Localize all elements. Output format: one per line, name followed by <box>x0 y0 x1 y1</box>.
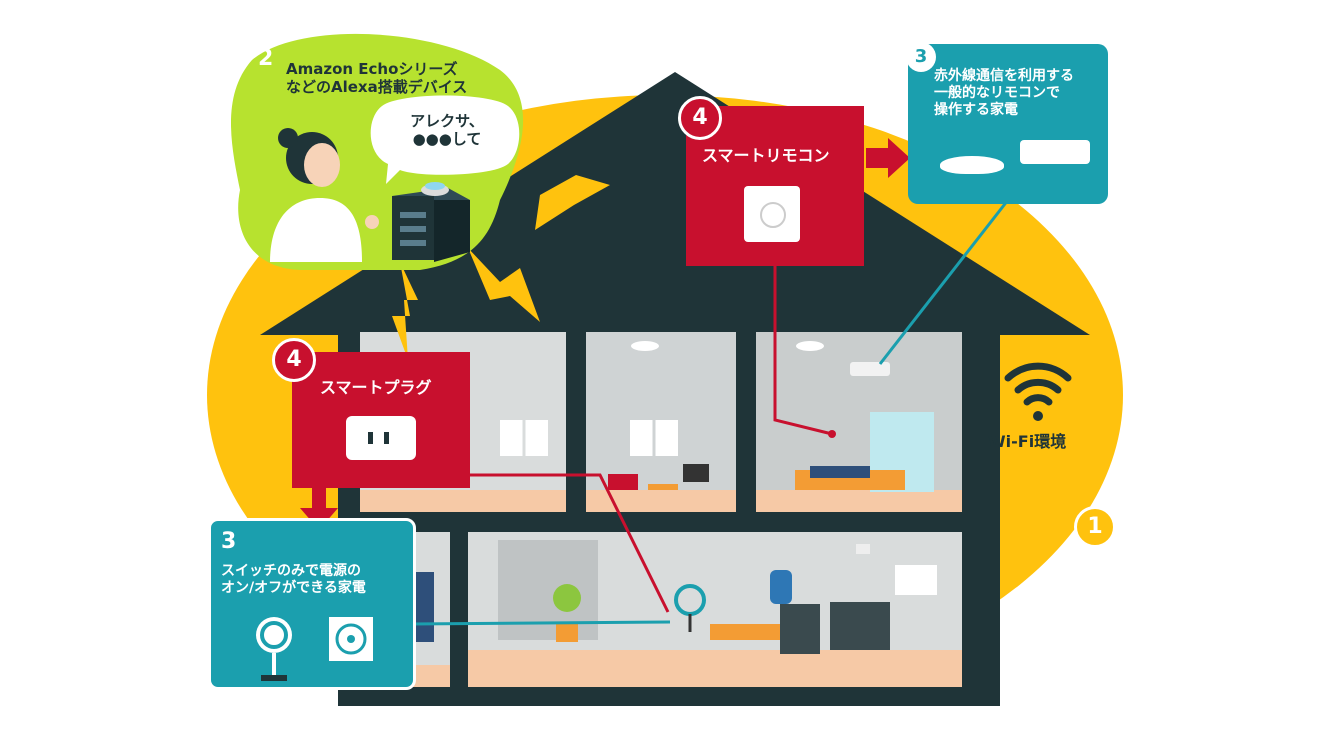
smart-remote-number: 4 <box>678 96 722 140</box>
dining-table-icon <box>710 624 790 640</box>
smart-plug-label: スマートプラグ <box>320 378 432 397</box>
sofa-icon <box>608 474 638 490</box>
smart-plug-device-icon <box>346 416 416 460</box>
smart-remote-label: スマートリモコン <box>702 146 830 165</box>
sideboard-icon <box>830 602 890 650</box>
smart-plug-number: 4 <box>272 338 316 382</box>
upper-room-middle <box>586 332 736 512</box>
ir-appliance-number: 3 <box>906 42 936 72</box>
lower-room-right <box>468 532 962 687</box>
ir-appliance-text: 赤外線通信を利用する 一般的なリモコンで 操作する家電 <box>934 68 1074 119</box>
speech-line2: ●●●して <box>412 130 482 149</box>
switch-appliance-number: 3 <box>221 529 237 554</box>
switch-appliance-line2: オン/オフができる家電 <box>221 580 366 597</box>
remote-wire <box>773 262 833 436</box>
smart-plug-box: 4 スマートプラグ <box>272 338 470 488</box>
switch-appliance-line1: スイッチのみで電源の <box>221 563 361 579</box>
wifi-icon <box>1004 362 1072 421</box>
arrow-to-ir-appliance <box>866 138 910 178</box>
arrow-to-switch-appliance <box>300 488 338 530</box>
ir-appliance-line3: 操作する家電 <box>934 102 1018 119</box>
lightning-bolt-down-left <box>392 262 418 360</box>
alexa-title: Amazon Echoシリーズ などのAlexa搭載デバイス <box>286 60 467 97</box>
switch-appliance-text: スイッチのみで電源の オン/オフができる家電 <box>221 563 366 597</box>
alexa-number: 2 <box>258 46 274 71</box>
wifi-number: 1 <box>1074 506 1116 548</box>
woman-icon <box>270 128 379 262</box>
tv-icon <box>683 464 709 482</box>
ventilation-fan-icon <box>329 617 373 661</box>
switch-signal-line <box>409 620 671 626</box>
water-dispenser-icon <box>770 570 792 604</box>
smart-remote-device-icon <box>744 186 800 242</box>
speech-line1: アレクサ、 <box>410 112 484 130</box>
speech-bubble <box>370 95 520 184</box>
plant-pot-icon <box>556 622 578 642</box>
wifi-label: Wi-Fi環境 <box>988 432 1067 451</box>
lightning-bolt-down-right <box>468 248 540 322</box>
ir-signal-line <box>878 199 1010 365</box>
air-conditioner-icon <box>850 362 890 376</box>
table-icon <box>648 484 678 490</box>
ir-appliance-box: 3 赤外線通信を利用する 一般的なリモコンで 操作する家電 <box>906 42 1108 204</box>
alexa-title-line1: Amazon Echoシリーズ <box>286 60 458 78</box>
plug-wire <box>468 473 670 613</box>
plant-icon <box>553 584 581 612</box>
speech-text: アレクサ、 ●●●して <box>392 112 502 149</box>
ir-appliance-line2: 一般的なリモコンで <box>934 85 1060 102</box>
air-conditioner-unit-icon <box>1020 140 1090 164</box>
switch-appliance-box: 3 スイッチのみで電源の オン/オフができる家電 <box>208 518 416 690</box>
upper-room-right <box>756 332 962 512</box>
smart-remote-box: 4 スマートリモコン <box>678 96 864 266</box>
ceiling-light-icon <box>940 156 1004 174</box>
alexa-title-line2: などのAlexa搭載デバイス <box>286 78 468 97</box>
fan-icon <box>256 617 292 681</box>
cabinet-icon <box>780 604 820 654</box>
lightning-bolt-right <box>535 175 610 230</box>
stairs-icon <box>498 540 598 640</box>
house-roof <box>260 72 1090 335</box>
ir-appliance-line1: 赤外線通信を利用する <box>934 68 1074 84</box>
echo-device-icon <box>392 182 470 262</box>
